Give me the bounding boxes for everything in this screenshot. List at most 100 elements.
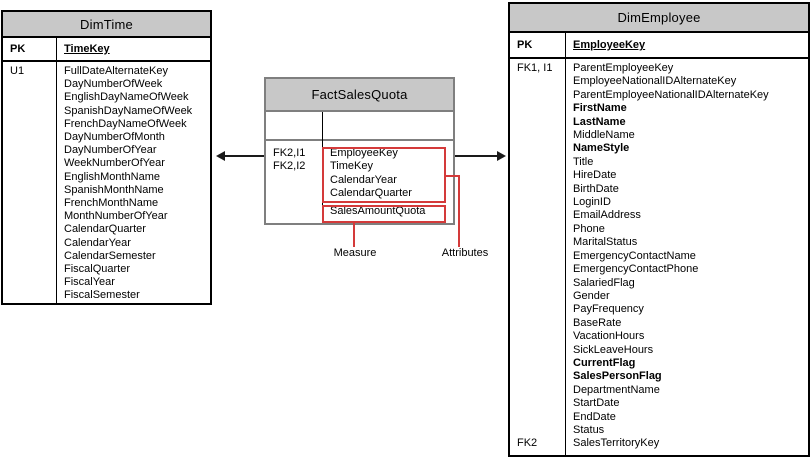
row-column-name: VacationHours: [573, 330, 645, 343]
table-row: HireDate: [510, 169, 808, 182]
row-key-label: [3, 223, 56, 236]
row-column-name: EmergencyContactName: [573, 249, 696, 262]
row-column-name: MiddleName: [573, 129, 635, 142]
row-key-label: [3, 157, 56, 170]
table-row: EnglishDayNameOfWeek: [3, 91, 210, 104]
row-key-label: [510, 263, 565, 276]
row-column-name: ParentEmployeeKey: [573, 62, 674, 74]
row-key-label: [510, 317, 565, 330]
row-column-name: EnglishMonthName: [64, 170, 160, 183]
table-row: SpanishDayNameOfWeek: [3, 105, 210, 118]
primary-key-row-empty: [266, 112, 453, 141]
row-column-name: BirthDate: [573, 182, 619, 195]
row-column-name: NameStyle: [573, 142, 630, 155]
row-key-label: [3, 171, 56, 184]
table-title: FactSalesQuota: [266, 79, 453, 112]
row-column-name: WeekNumberOfYear: [64, 157, 165, 170]
table-row: EmployeeNationalIDAlternateKey: [510, 75, 808, 88]
row-key-label: [510, 89, 565, 102]
row-column-name: DayNumberOfMonth: [64, 131, 165, 144]
measure-label: Measure: [333, 247, 377, 259]
table-row: BirthDate: [510, 183, 808, 196]
row-column-name: CalendarYear: [330, 173, 397, 186]
measure-highlight-box: [322, 205, 446, 223]
attributes-callout-line-vertical: [458, 175, 460, 247]
table-row: SalesAmountQuota: [266, 205, 453, 218]
row-key-label: [510, 116, 565, 129]
table-row: BaseRate: [510, 317, 808, 330]
relationship-line-dimemployee: [455, 155, 498, 157]
row-key-label: [510, 303, 565, 316]
table-row: PayFrequency: [510, 303, 808, 316]
row-key-label: [266, 187, 322, 200]
row-column-name: SalesPersonFlag: [573, 370, 662, 383]
row-key-label: [510, 370, 565, 383]
table-row: CalendarYear: [266, 174, 453, 187]
pk-column-name: TimeKey: [64, 43, 110, 55]
row-column-name: MaritalStatus: [573, 236, 638, 249]
table-row: Gender: [510, 290, 808, 303]
table-row: CalendarSemester: [3, 250, 210, 263]
row-key-label: [3, 250, 56, 263]
column-divider-line: [565, 33, 566, 455]
row-key-label: [510, 129, 565, 142]
row-column-name: FrenchMonthName: [64, 197, 159, 210]
row-column-name: FiscalYear: [64, 276, 115, 289]
row-column-name: LoginID: [573, 196, 611, 209]
row-column-name: SickLeaveHours: [573, 343, 654, 356]
row-column-name: FrenchDayNameOfWeek: [64, 117, 187, 130]
row-key-label: [510, 290, 565, 303]
row-column-name: EmergencyContactPhone: [573, 263, 699, 276]
row-column-name: PayFrequency: [573, 303, 644, 316]
table-row: FrenchDayNameOfWeek: [3, 118, 210, 131]
row-column-name: EmployeeKey: [330, 147, 398, 159]
row-key-label: [510, 357, 565, 370]
row-key-label: [3, 276, 56, 289]
table-row: FiscalSemester: [3, 289, 210, 302]
relationship-line-dimtime: [224, 155, 264, 157]
primary-key-row: PK TimeKey: [3, 38, 210, 62]
row-column-name: SpanishDayNameOfWeek: [64, 104, 193, 117]
row-key-label: [510, 209, 565, 222]
row-key-label: [510, 411, 565, 424]
table-row: EmergencyContactName: [510, 250, 808, 263]
row-key-label: [510, 183, 565, 196]
arrow-left-icon: [216, 151, 225, 161]
row-key-label: FK2,I2: [273, 160, 306, 173]
row-column-name: SalesAmountQuota: [330, 205, 426, 218]
row-key-label: [510, 196, 565, 209]
table-row: EmailAddress: [510, 209, 808, 222]
attributes-label: Attributes: [441, 247, 489, 259]
table-row: VacationHours: [510, 330, 808, 343]
row-key-label: [266, 205, 322, 218]
primary-key-row: PK EmployeeKey: [510, 33, 808, 59]
table-row: CalendarYear: [3, 237, 210, 250]
row-column-name: CalendarYear: [64, 236, 131, 249]
table-row: DayNumberOfYear: [3, 144, 210, 157]
row-column-name: Status: [573, 423, 605, 436]
row-column-name: DayNumberOfWeek: [64, 78, 163, 91]
table-row: Status: [510, 424, 808, 437]
row-key-label: [3, 105, 56, 118]
table-row: EmergencyContactPhone: [510, 263, 808, 276]
table-row: CalendarQuarter: [266, 187, 453, 200]
table-row: LoginID: [510, 196, 808, 209]
row-key-label: [3, 197, 56, 210]
row-key-label: FK2: [517, 437, 538, 450]
row-column-name: Title: [573, 155, 594, 168]
table-row: FiscalYear: [3, 276, 210, 289]
table-row: StartDate: [510, 397, 808, 410]
table-row: Title: [510, 156, 808, 169]
row-key-label: [510, 330, 565, 343]
row-column-name: StartDate: [573, 397, 620, 410]
table-row: DayNumberOfWeek: [3, 78, 210, 91]
table-row: LastName: [510, 116, 808, 129]
row-column-name: CalendarQuarter: [64, 223, 146, 236]
